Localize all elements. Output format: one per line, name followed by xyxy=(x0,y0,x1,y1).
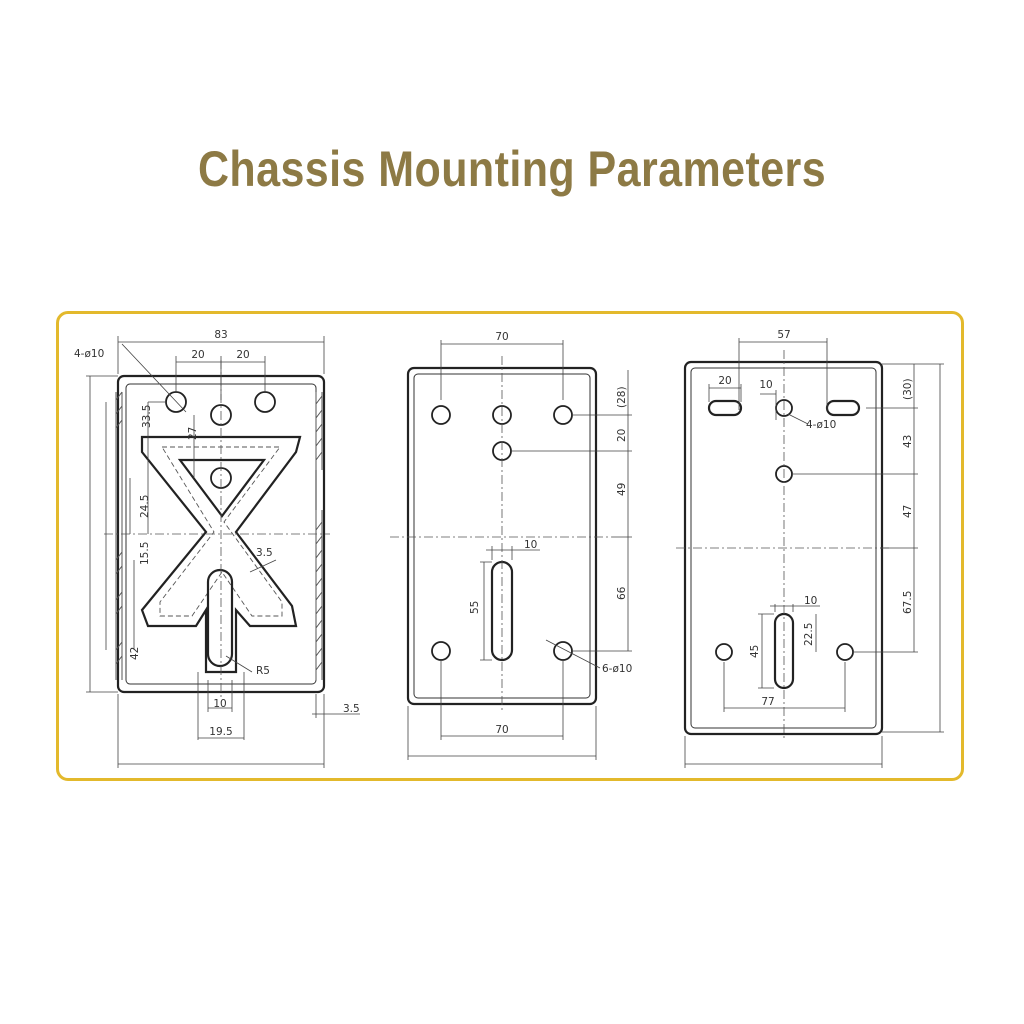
left-dim-27: 27 xyxy=(187,427,199,440)
left-flange-hatching xyxy=(115,391,323,680)
left-dim-19-5: 19.5 xyxy=(209,726,232,738)
right-dim-10-slot: 10 xyxy=(804,595,817,607)
middle-hole xyxy=(431,405,451,425)
middle-hole xyxy=(553,405,573,425)
left-dim-20a: 20 xyxy=(191,349,204,361)
right-dim-43: 43 xyxy=(902,435,914,448)
left-holes-label: 4-ø10 xyxy=(74,348,104,360)
left-dimension-lines xyxy=(86,336,360,768)
middle-holes-label: 6-ø10 xyxy=(602,663,632,675)
left-dim-10: 10 xyxy=(213,698,226,710)
left-triangle-cutout xyxy=(177,458,267,518)
right-top-slot xyxy=(707,399,743,417)
right-hole xyxy=(836,643,854,661)
left-dim-3-5-angle: 3.5 xyxy=(256,547,273,559)
middle-centerline xyxy=(390,356,612,712)
left-view: 83 20 20 4-ø10 33.5 27 24.5 15.5 42 3.5 … xyxy=(74,329,360,768)
left-dim-42: 42 xyxy=(129,647,141,660)
left-dim-24-5: 24.5 xyxy=(139,495,151,518)
left-dim-20b: 20 xyxy=(236,349,249,361)
middle-hole xyxy=(431,641,451,661)
right-holes-label: 4-ø10 xyxy=(806,419,836,431)
middle-dim-10: 10 xyxy=(524,539,537,551)
right-dim-10: 10 xyxy=(759,379,772,391)
left-x-cutout-inner xyxy=(159,446,283,617)
right-view: 57 20 10 4-ø10 (30) 43 47 67.5 10 45 22.… xyxy=(676,329,944,768)
page-title: Chassis Mounting Parameters xyxy=(197,141,827,197)
middle-dim-49: 49 xyxy=(616,483,628,496)
middle-hole xyxy=(553,641,573,661)
right-dim-30: (30) xyxy=(902,378,914,400)
left-r5-label: R5 xyxy=(256,665,270,677)
left-hole xyxy=(254,391,276,413)
right-top-slot xyxy=(825,399,861,417)
middle-view: 70 (28) 20 49 66 10 55 6-ø10 70 xyxy=(390,331,632,760)
left-slot xyxy=(206,568,234,668)
middle-dim-70-bottom: 70 xyxy=(495,724,508,736)
left-centerline xyxy=(104,360,330,700)
right-dim-77: 77 xyxy=(761,696,774,708)
left-dim-83: 83 xyxy=(214,329,227,341)
right-dim-57: 57 xyxy=(777,329,790,341)
middle-dim-66: 66 xyxy=(616,586,628,600)
left-dim-33-5: 33.5 xyxy=(141,405,153,428)
middle-dim-55: 55 xyxy=(469,601,481,614)
left-dim-15-5: 15.5 xyxy=(139,542,151,565)
right-dim-20: 20 xyxy=(718,375,731,387)
right-hole xyxy=(715,643,733,661)
right-dim-22-5: 22.5 xyxy=(803,623,815,646)
middle-dim-20: 20 xyxy=(616,429,628,442)
left-x-cutout xyxy=(140,435,302,674)
right-dimension-lines xyxy=(684,338,944,768)
middle-dimension-lines xyxy=(407,340,632,760)
right-centerline xyxy=(676,350,892,740)
middle-dim-28: (28) xyxy=(616,386,628,408)
right-dim-67-5: 67.5 xyxy=(902,591,914,614)
right-dim-47: 47 xyxy=(902,505,914,518)
middle-dim-70-top: 70 xyxy=(495,331,508,343)
right-dim-45: 45 xyxy=(749,645,761,658)
left-dim-3-5: 3.5 xyxy=(343,703,360,715)
drawing-frame xyxy=(56,311,964,781)
